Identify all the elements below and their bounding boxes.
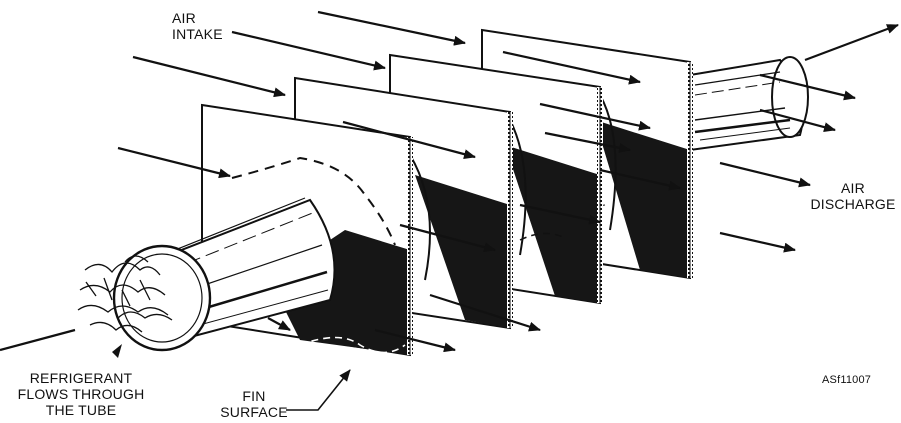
refrigerant-label-line2: FLOWS THROUGH xyxy=(6,386,156,402)
tube-exit-section xyxy=(690,57,808,150)
refrigerant-label-line3: THE TUBE xyxy=(6,402,156,418)
refrigerant-leader-arrow xyxy=(112,344,122,358)
refrigerant-label: REFRIGERANT FLOWS THROUGH THE TUBE xyxy=(6,370,156,418)
fin-leader-line xyxy=(286,370,350,410)
air-intake-label: AIR INTAKE xyxy=(172,10,223,42)
air-intake-label-line2: INTAKE xyxy=(172,26,223,42)
air-discharge-label-line1: AIR xyxy=(808,180,898,196)
fin-surface-label: FIN SURFACE xyxy=(214,388,294,420)
air-discharge-label-line2: DISCHARGE xyxy=(808,196,898,212)
air-discharge-label: AIR DISCHARGE xyxy=(808,180,898,212)
air-intake-label-line1: AIR xyxy=(172,10,223,26)
figure-id-label: ASf11007 xyxy=(822,372,871,388)
fin-surface-label-line2: SURFACE xyxy=(214,404,294,420)
refrigerant-label-line1: REFRIGERANT xyxy=(6,370,156,386)
fin-surface-label-line1: FIN xyxy=(214,388,294,404)
